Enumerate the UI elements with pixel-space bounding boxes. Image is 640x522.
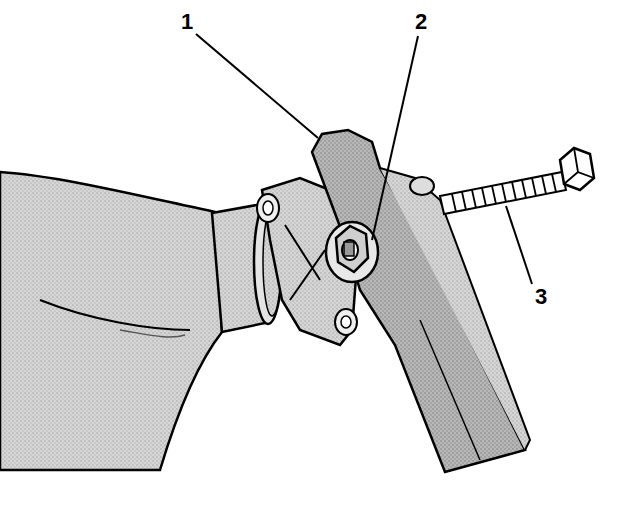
leader-lines	[196, 34, 532, 284]
leader-line	[372, 36, 418, 240]
callout-number: 3	[535, 286, 547, 308]
puller-tool-arm	[312, 130, 530, 472]
leader-line	[506, 206, 532, 284]
callout-number: 2	[415, 11, 427, 33]
axle-housing	[0, 172, 282, 470]
adapter-nut	[326, 222, 378, 282]
leader-line	[196, 34, 318, 138]
callout-number: 1	[181, 11, 193, 33]
forcing-screw	[440, 148, 594, 214]
